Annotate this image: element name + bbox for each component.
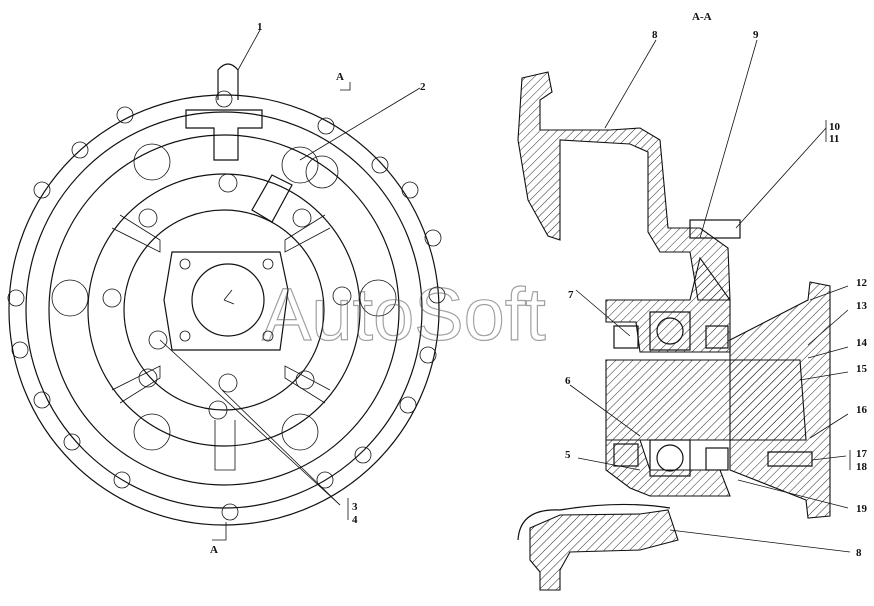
callout-2: 2 — [420, 81, 426, 93]
bearings — [649, 311, 691, 477]
callout-15: 15 — [856, 363, 868, 375]
front-view — [7, 63, 446, 541]
watermark: AutoSoft — [262, 273, 546, 356]
callout-6: 6 — [565, 375, 571, 387]
seals — [613, 325, 729, 471]
callout-11: 11 — [829, 133, 839, 145]
section-mark-bottom: A — [210, 544, 218, 556]
callout-16: 16 — [856, 404, 868, 416]
bolt-circle-ring — [87, 173, 361, 447]
cap-bolt — [689, 219, 741, 239]
housing-fragment-lower — [529, 509, 679, 591]
section-arrow-top — [340, 82, 351, 91]
callout-13: 13 — [856, 300, 868, 312]
callout-labels: 1 2 3 4 5 6 7 8 9 10 11 12 13 14 15 16 1… — [257, 21, 868, 559]
center-flange — [163, 251, 289, 351]
callout-17: 17 — [856, 448, 868, 460]
callout-7: 7 — [568, 289, 574, 301]
section-title: A-A — [692, 11, 712, 23]
leaders-section — [569, 39, 851, 553]
section-mark-top: A — [336, 71, 344, 83]
callout-4: 4 — [352, 514, 358, 526]
callout-8-bottom: 8 — [856, 547, 862, 559]
outer-housing-inner-rim — [25, 111, 423, 509]
callout-14: 14 — [856, 337, 868, 349]
rim-lugs — [7, 90, 446, 521]
callout-9: 9 — [753, 29, 759, 41]
callout-12: 12 — [856, 277, 868, 289]
hub-ring — [123, 209, 325, 411]
lightening-holes — [51, 143, 397, 451]
section-arrow-bottom — [212, 522, 227, 541]
bearing-housing-lower — [605, 439, 731, 497]
top-bracket — [185, 109, 263, 161]
callout-10: 10 — [829, 121, 841, 133]
flange-bolt — [767, 451, 813, 467]
callout-8-top: 8 — [652, 29, 658, 41]
callout-5: 5 — [565, 449, 571, 461]
center-bore — [191, 263, 265, 337]
center-mark — [223, 289, 235, 305]
inner-bolts — [102, 173, 352, 420]
spokes — [111, 214, 331, 471]
callout-18: 18 — [856, 461, 868, 473]
break-line — [517, 503, 671, 541]
inner-ring — [48, 134, 400, 486]
output-flange — [729, 281, 831, 519]
callout-3: 3 — [352, 501, 358, 513]
callout-19: 19 — [856, 503, 868, 515]
outer-housing-rim — [8, 94, 440, 526]
callout-1: 1 — [257, 21, 263, 33]
angled-fitting — [251, 174, 293, 223]
fitting-boss — [281, 146, 319, 184]
leaders-front — [159, 29, 421, 520]
section-view — [517, 71, 831, 591]
